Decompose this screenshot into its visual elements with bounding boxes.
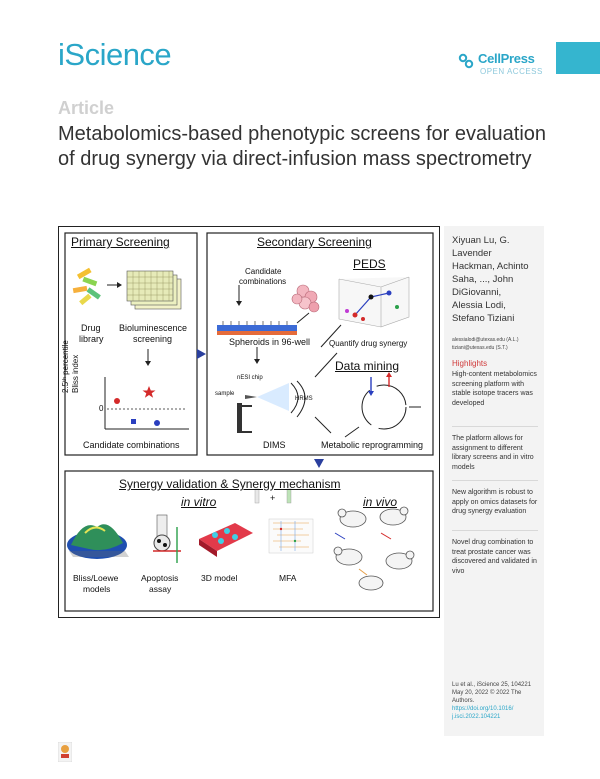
email-link[interactable]: tiziani@utexas.edu (S.T.)	[452, 345, 508, 351]
mouse-icons	[333, 506, 415, 591]
scatter-point	[131, 419, 136, 424]
bliss-surface-icon	[67, 524, 129, 559]
doi-link[interactable]: https://doi.org/10.1016/	[452, 706, 514, 712]
secondary-screening-panel	[206, 232, 434, 456]
in-vivo-label: in vivo	[363, 495, 398, 509]
plate-stack-icon	[126, 270, 182, 310]
3d-model-icon	[199, 523, 253, 557]
spheroid-cluster-icon	[291, 284, 320, 313]
nesi-chip-label: nESI chip	[237, 375, 263, 381]
candidate-combinations-label-2: combinations	[239, 277, 287, 286]
elsevier-logo	[58, 742, 72, 762]
author-line: Alessia Lodi,	[452, 300, 506, 311]
scatter-star-point	[142, 386, 156, 398]
open-access-label: OPEN ACCESS	[480, 67, 543, 76]
bliss-loewe-label-1: Bliss/Loewe	[73, 573, 119, 583]
graphical-abstract-drawing	[64, 232, 434, 612]
vial-icons	[254, 488, 292, 504]
doi-link[interactable]: j.isci.2022.104221	[452, 714, 501, 720]
author-line: Xiyuan Lu, G.	[452, 235, 510, 246]
highlights-heading: Highlights	[452, 359, 488, 368]
author-line: Saha, ..., John	[452, 274, 514, 285]
email-link[interactable]: alessialodi@utexas.edu (A.L.)	[452, 337, 519, 343]
highlight-item: High-content metabolomics screening plat…	[452, 371, 537, 407]
bioluminescence-label-1: Bioluminescence	[119, 323, 188, 333]
journal-name: iScience	[58, 37, 172, 72]
scatter-yaxis-label-2: Bliss index	[71, 354, 80, 393]
mfa-network-icon	[268, 518, 314, 554]
scatter-point	[114, 398, 120, 404]
spray-icon	[257, 383, 289, 411]
cellpress-logo[interactable]: CellPress OPEN ACCESS	[458, 51, 548, 81]
sample-label: sample	[215, 391, 235, 397]
publisher-name: CellPress	[478, 51, 535, 66]
apoptosis-assay-icon	[153, 514, 181, 563]
citation-block: Lu et al., iScience 25, 104221 May 20, 2…	[452, 681, 542, 721]
correspondence-emails: alessialodi@utexas.edu (A.L.) tiziani@ut…	[452, 336, 542, 352]
drug-library-label-1: Drug	[81, 323, 101, 333]
author-line: Stefano Tiziani	[452, 313, 515, 324]
article-title: Metabolomics-based phenotypic screens fo…	[58, 123, 547, 170]
right-arrow-icon	[197, 349, 206, 359]
drug-library-icon	[72, 267, 101, 306]
quantify-synergy-label: Quantify drug synergy	[329, 339, 408, 348]
author-list: Xiyuan Lu, G. Lavender Hackman, Achinto …	[452, 234, 542, 325]
hrms-label: HRMS	[295, 396, 313, 402]
peds-3d-plot	[338, 276, 410, 328]
well-plate-icon	[217, 321, 297, 335]
validation-panel	[64, 470, 434, 612]
scatter-xaxis-label: Candidate combinations	[83, 440, 180, 450]
3d-model-label: 3D model	[201, 573, 238, 583]
primary-screening-panel	[64, 232, 198, 456]
citation-line: May 20, 2022 © 2022 The	[452, 690, 522, 696]
apoptosis-label-2: assay	[149, 584, 172, 594]
primary-screening-title: Primary Screening	[71, 235, 170, 249]
down-arrow-icon	[314, 459, 324, 468]
scatter-yaxis-label-1: 2.5ᵗʰ percentile	[61, 340, 70, 393]
plus-sign: +	[270, 493, 276, 503]
metabolic-reprogramming-label: Metabolic reprogramming	[321, 440, 424, 450]
candidate-combinations-label-1: Candidate	[245, 267, 282, 276]
graphical-abstract: Primary Screening Drug library Biolumine…	[58, 226, 440, 618]
peds-label: PEDS	[353, 257, 386, 271]
article-type-label: Article	[58, 98, 115, 118]
highlight-item: Novel drug combination to treat prostate…	[452, 539, 537, 575]
header-accent-block	[556, 42, 600, 74]
bioluminescence-label-2: screening	[133, 334, 173, 344]
dims-label: DIMS	[263, 440, 286, 450]
author-line: Lavender	[452, 248, 492, 259]
dims-instrument-icon	[237, 403, 242, 433]
mfa-label: MFA	[279, 573, 297, 583]
citation-line: Authors.	[452, 698, 475, 704]
author-line: DiGiovanni,	[452, 287, 502, 298]
divider	[452, 480, 538, 481]
author-line: Hackman, Achinto	[452, 261, 529, 272]
drug-library-label-2: library	[79, 334, 104, 344]
in-vitro-label: in vitro	[181, 495, 217, 509]
citation-line: Lu et al., iScience 25, 104221	[452, 682, 532, 688]
highlight-item: The platform allows for assignment to di…	[452, 435, 534, 471]
summary-sidebar: Xiyuan Lu, G. Lavender Hackman, Achinto …	[444, 226, 544, 736]
apoptosis-label-1: Apoptosis	[141, 573, 179, 583]
bliss-loewe-label-2: models	[83, 584, 111, 594]
cellpress-mark-icon	[458, 53, 474, 69]
metabolic-cycle-icon	[344, 372, 421, 438]
validation-title: Synergy validation & Synergy mechanism	[119, 477, 341, 491]
divider	[452, 530, 538, 531]
spheroids-label: Spheroids in 96-well	[229, 337, 311, 347]
data-mining-label: Data mining	[335, 359, 400, 373]
scatter-zero-label: 0	[99, 404, 104, 413]
divider	[452, 426, 538, 427]
scatter-point	[154, 420, 160, 426]
secondary-screening-title: Secondary Screening	[257, 235, 372, 249]
highlight-item: New algorithm is robust to apply on omic…	[452, 489, 538, 515]
